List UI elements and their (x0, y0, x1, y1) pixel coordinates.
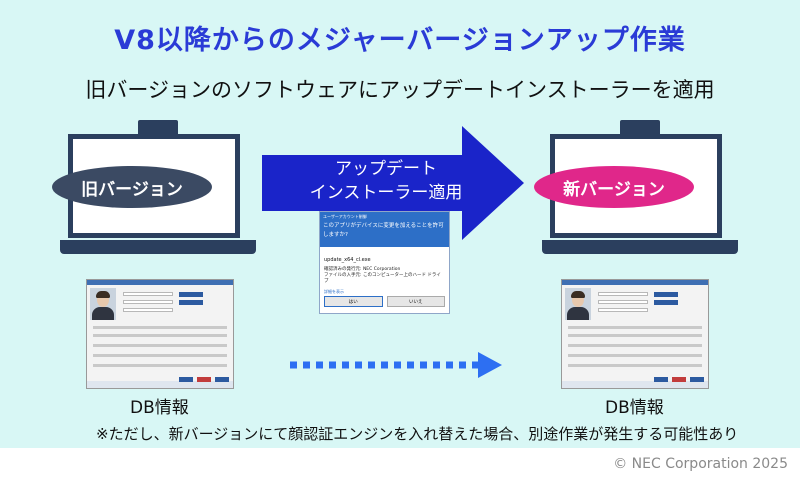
thumb-button (654, 377, 668, 382)
dialog-question: このアプリがデバイスに変更を加えることを許可しますか? (320, 221, 449, 247)
photo-suit (567, 307, 589, 320)
photo-suit (92, 307, 114, 320)
arrow-label-line1: アップデート (335, 159, 437, 179)
laptop-base (542, 240, 738, 254)
thumb-button (179, 377, 193, 382)
thumb-row (93, 334, 227, 337)
dialog-publisher-line2: ファイルの入手元: このコンピューター上のハード ドライブ (324, 273, 441, 284)
thumb-field (598, 308, 648, 312)
thumb-field (598, 300, 648, 304)
copyright: © NEC Corporation 2025 (613, 456, 788, 472)
thumb-row (568, 354, 702, 357)
thumb-field (123, 300, 173, 304)
thumb-row (93, 354, 227, 357)
dotted-arrow-head (478, 352, 502, 378)
dialog-publisher-line1: 確認済みの発行元: NEC Corporation (324, 267, 401, 272)
thumb-button (215, 377, 229, 382)
photo-hair (571, 291, 585, 298)
thumb-button (672, 377, 686, 382)
thumb-row (93, 364, 227, 367)
dialog-no-button[interactable]: いいえ (386, 296, 445, 307)
db-label-left: DB情報 (130, 398, 189, 418)
page-subtitle: 旧バージョンのソフトウェアにアップデートインストーラーを適用 (85, 78, 715, 102)
thumb-row (568, 364, 702, 367)
thumb-button (179, 292, 203, 297)
dialog-details-link[interactable]: 詳細を表示 (324, 289, 344, 294)
face-photo (90, 288, 116, 320)
thumb-row (568, 344, 702, 347)
thumb-row (93, 326, 227, 329)
thumb-field (598, 292, 648, 296)
thumb-footer (562, 381, 708, 388)
photo-hair (96, 291, 110, 298)
update-arrow-shape (262, 126, 524, 240)
db-migration-arrow (290, 352, 502, 378)
thumb-titlebar (87, 280, 233, 285)
thumb-button (197, 377, 211, 382)
new-version-label: 新バージョン (563, 179, 665, 200)
dialog-buttons: はい いいえ (324, 296, 445, 307)
thumb-row (93, 344, 227, 347)
dialog-yes-button[interactable]: はい (324, 296, 383, 307)
laptop-camera (138, 120, 178, 138)
dialog-file-name: update_x64_cl.exe (324, 257, 371, 263)
db-label-right: DB情報 (605, 398, 664, 418)
arrow-label-line2: インストーラー適用 (309, 183, 463, 203)
old-version-pill: 旧バージョン (52, 166, 212, 208)
update-arrow-label: アップデート インストーラー適用 (286, 157, 486, 205)
db-screenshot-left (86, 279, 234, 389)
dialog-publisher: 確認済みの発行元: NEC Corporation ファイルの入手元: このコン… (320, 265, 449, 287)
thumb-row (568, 326, 702, 329)
laptop-camera (620, 120, 660, 138)
thumb-button (654, 292, 678, 297)
dialog-header: ユーザーアカウント制御 (320, 212, 449, 221)
thumb-button (654, 300, 678, 305)
thumb-titlebar (562, 280, 708, 285)
laptop-base (60, 240, 256, 254)
thumb-footer (87, 381, 233, 388)
thumb-field (123, 308, 173, 312)
thumb-button (179, 300, 203, 305)
footnote: ※ただし、新バージョンにて顔認証エンジンを入れ替えた場合、別途作業が発生する可能… (96, 425, 739, 443)
thumb-button (690, 377, 704, 382)
thumb-row (568, 334, 702, 337)
old-version-label: 旧バージョン (81, 179, 183, 200)
face-photo (565, 288, 591, 320)
update-arrow (262, 126, 524, 240)
new-version-pill: 新バージョン (534, 166, 694, 208)
page-title: V8以降からのメジャーバージョンアップ作業 (114, 25, 686, 56)
uac-dialog: ユーザーアカウント制御 このアプリがデバイスに変更を加えることを許可しますか? … (319, 211, 450, 314)
db-screenshot-right (561, 279, 709, 389)
thumb-field (123, 292, 173, 296)
